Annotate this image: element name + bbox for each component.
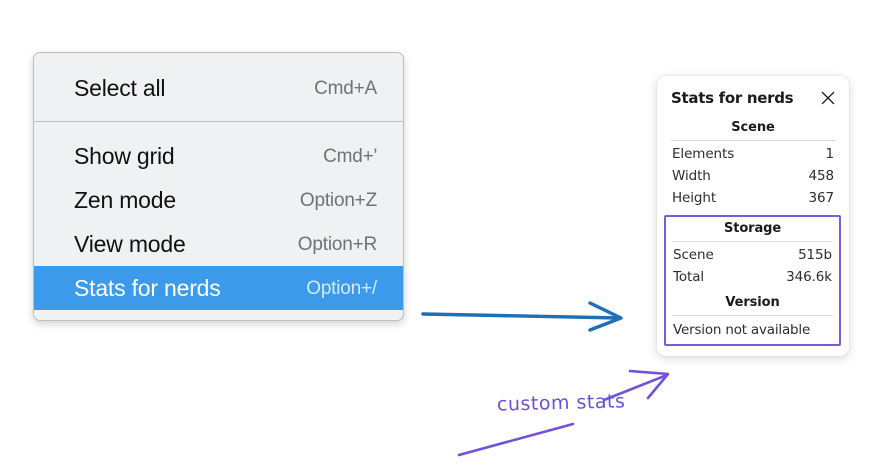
close-icon[interactable] xyxy=(820,90,836,106)
custom-stats-caption: custom stats xyxy=(496,390,626,416)
stat-row: Elements 1 xyxy=(668,143,838,165)
section-divider xyxy=(672,315,833,316)
stats-section-version: Version Version not available xyxy=(669,288,836,340)
custom-stats-highlight-box: Storage Scene 515b Total 346.6k Version … xyxy=(664,215,841,346)
stat-value: 346.6k xyxy=(786,269,832,285)
menu-item-label: Select all xyxy=(74,74,166,101)
stat-row: Scene 515b xyxy=(669,244,836,266)
section-divider xyxy=(671,140,835,141)
stat-key: Height xyxy=(672,190,717,206)
menu-item-shortcut: Cmd+A xyxy=(314,77,377,99)
menu-item-show-grid[interactable]: Show grid Cmd+' xyxy=(34,134,403,178)
section-heading: Version xyxy=(725,295,780,310)
menu-item-shortcut: Option+Z xyxy=(299,189,377,211)
stat-key: Width xyxy=(672,168,711,184)
section-heading: Storage xyxy=(723,221,782,236)
stats-panel-header: Stats for nerds xyxy=(668,87,838,107)
stats-section-storage: Storage Scene 515b Total 346.6k xyxy=(669,220,836,288)
purple-arrow-annotation xyxy=(602,369,670,402)
menu-item-shortcut: Cmd+' xyxy=(323,145,377,167)
stat-row: Width 458 xyxy=(668,165,838,187)
section-heading: Scene xyxy=(731,120,775,135)
blue-arrow-annotation xyxy=(421,301,623,332)
version-text: Version not available xyxy=(673,322,811,338)
stat-row: Height 367 xyxy=(668,187,838,209)
context-menu-group-1: Select all Cmd+A xyxy=(34,53,403,121)
stat-value: 367 xyxy=(808,190,835,206)
context-menu: Select all Cmd+A Show grid Cmd+' Zen mod… xyxy=(33,52,404,321)
menu-item-zen-mode[interactable]: Zen mode Option+Z xyxy=(34,178,403,222)
menu-item-label: Show grid xyxy=(74,142,175,169)
menu-item-select-all[interactable]: Select all Cmd+A xyxy=(34,66,403,110)
stat-key: Total xyxy=(673,269,705,285)
stat-key: Elements xyxy=(672,146,735,162)
purple-underline-annotation xyxy=(457,422,575,457)
stat-value: 458 xyxy=(808,168,835,184)
stat-row: Total 346.6k xyxy=(669,266,836,288)
menu-item-shortcut: Option+/ xyxy=(306,277,377,299)
menu-item-label: Zen mode xyxy=(74,186,176,213)
stat-value: 1 xyxy=(825,146,835,162)
context-menu-group-2: Show grid Cmd+' Zen mode Option+Z View m… xyxy=(34,122,403,310)
stat-value: 515b xyxy=(798,247,832,263)
menu-item-stats-for-nerds[interactable]: Stats for nerds Option+/ xyxy=(34,266,403,310)
menu-item-label: Stats for nerds xyxy=(74,274,221,301)
menu-item-label: View mode xyxy=(74,230,186,257)
section-divider xyxy=(672,241,833,242)
menu-item-shortcut: Option+R xyxy=(297,233,377,255)
stats-section-scene: Scene Elements 1 Width 458 Height 367 xyxy=(668,119,838,209)
menu-separator xyxy=(34,121,403,122)
stat-key: Scene xyxy=(673,247,714,263)
menu-item-view-mode[interactable]: View mode Option+R xyxy=(34,222,403,266)
stats-panel-title: Stats for nerds xyxy=(671,89,794,107)
stats-for-nerds-panel: Stats for nerds Scene Elements 1 Width 4… xyxy=(657,76,849,356)
